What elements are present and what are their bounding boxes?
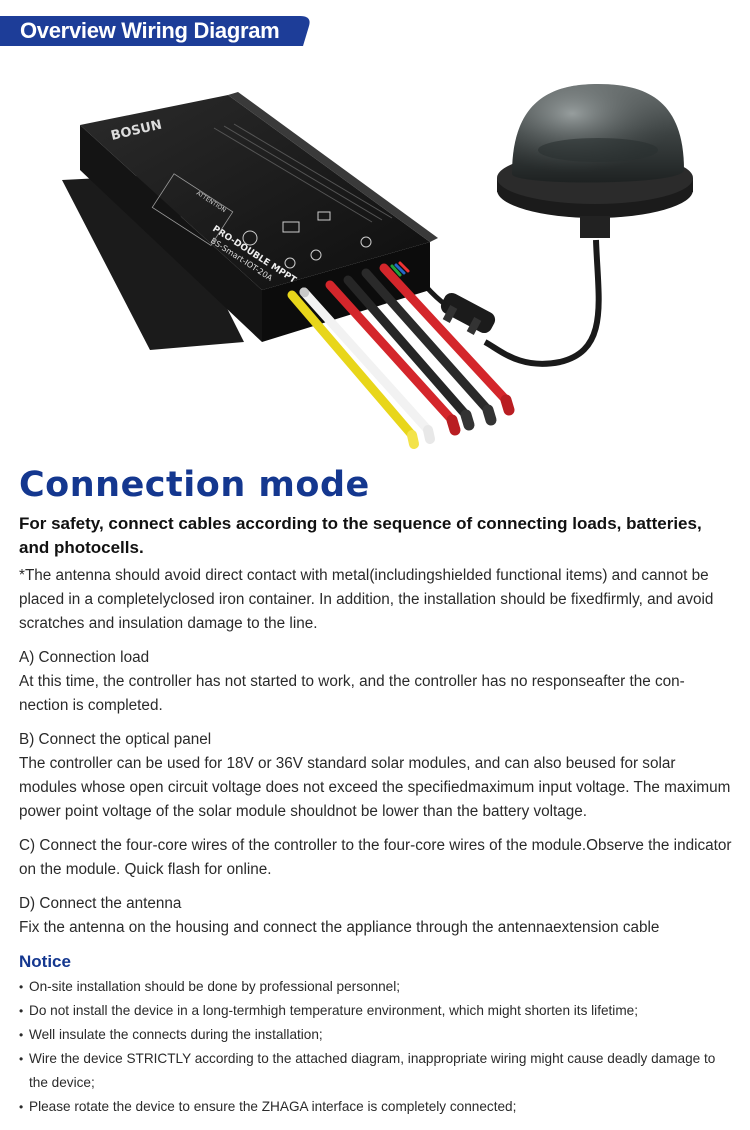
step-d-heading: D) Connect the antenna	[19, 895, 182, 912]
section-title: Connection mode	[19, 465, 370, 505]
controller-housing: BOSUN PRO-DOUBLE MPPT BS-Smart-IOT-20A A…	[62, 92, 438, 350]
notice-item: Wire the device STRICTLY according to th…	[19, 1047, 734, 1095]
step-d-body: Fix the antenna on the housing and conne…	[19, 919, 660, 936]
notice-item: Please rotate the device to ensure the Z…	[19, 1095, 734, 1119]
overview-title: Overview Wiring Diagram	[20, 18, 280, 43]
notice-title: Notice	[19, 952, 71, 971]
notice-item: Do not install the device in a long-term…	[19, 999, 734, 1023]
notice-list: On-site installation should be done by p…	[19, 975, 734, 1119]
step-a-heading: A) Connection load	[19, 649, 150, 666]
step-b-body: The controller can be used for 18V or 36…	[19, 755, 731, 820]
wiring-illustration: BOSUN PRO-DOUBLE MPPT BS-Smart-IOT-20A A…	[0, 70, 750, 460]
step-a-body: At this time, the controller has not sta…	[19, 673, 685, 714]
output-wires	[287, 261, 515, 449]
safety-intro: For safety, connect cables according to …	[19, 514, 702, 557]
cable-connector	[440, 292, 496, 335]
controller-and-photocell-image: BOSUN PRO-DOUBLE MPPT BS-Smart-IOT-20A A…	[62, 84, 693, 449]
step-b-heading: B) Connect the optical panel	[19, 731, 212, 748]
step-c-heading: C) Connect the four-core wires of the co…	[19, 837, 732, 878]
antenna-note: *The antenna should avoid direct contact…	[19, 567, 714, 632]
notice-item: On-site installation should be done by p…	[19, 975, 734, 999]
section-tab-shape	[0, 16, 310, 46]
notice-item: Well insulate the connects during the in…	[19, 1023, 734, 1047]
section-tab	[0, 16, 312, 46]
photocell-sensor	[497, 84, 693, 238]
antenna-cable	[483, 239, 602, 367]
